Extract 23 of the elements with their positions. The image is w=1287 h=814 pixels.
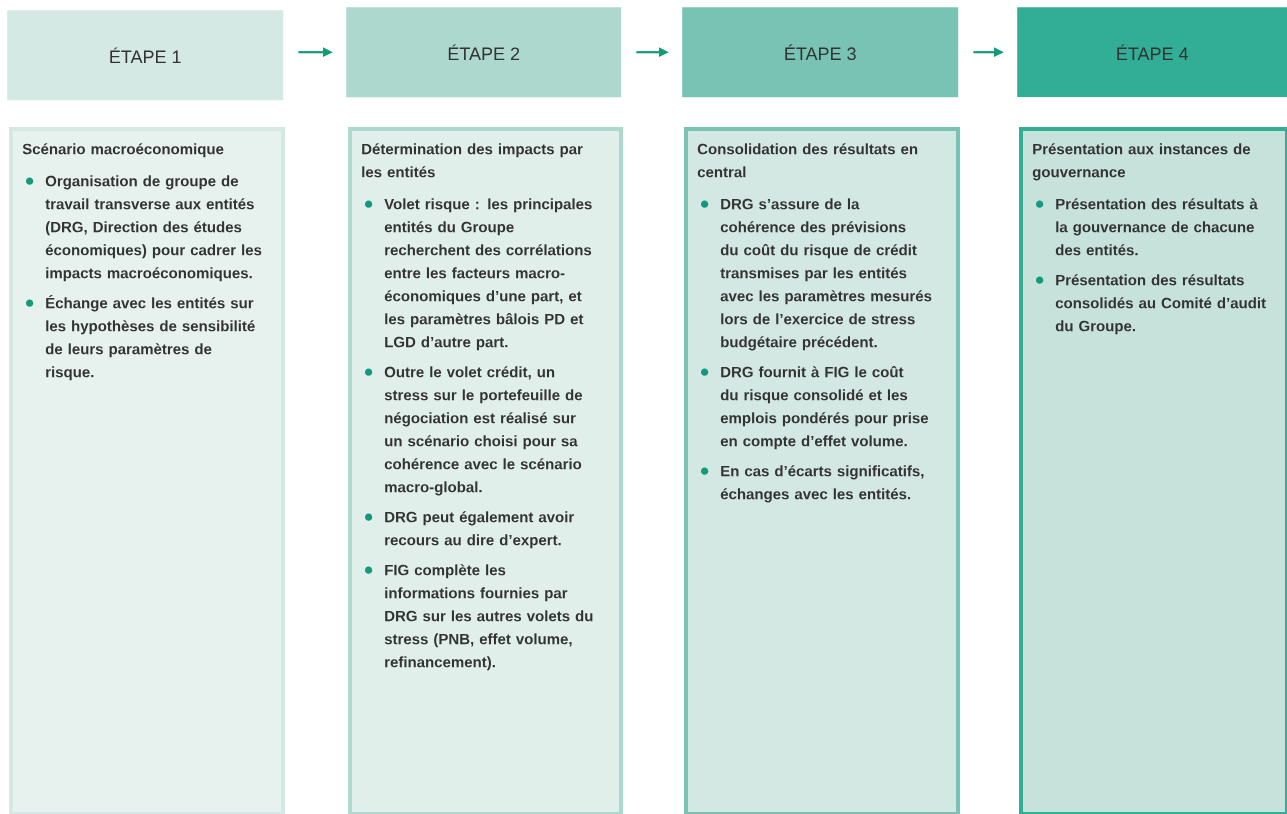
step-box: ÉTAPE 2 [346, 7, 622, 98]
panel-heading: Détermination des impacts par les entités [362, 143, 583, 178]
step-box: ÉTAPE 4 [1017, 7, 1287, 98]
bullet-text: Échange avec les entités sur les hypothèses de sensibilité de leurs paramètres de risque. [45, 294, 255, 381]
step-panel [684, 127, 960, 814]
bullet-text: Organisation de groupe de travail transverse aux entités (DRG, Direction des études économiques) pour cadrer les impacts macroéconomiques. [45, 175, 262, 282]
bullet-text: Présentation des résultats à la gouvernance de chacune des entités. [1055, 198, 1258, 256]
bullet-text: FIG complète les informations fournies par DRG sur les autres volets du stress (PNB, effet volume, refinancement). [384, 564, 593, 671]
bullet-text: Outre le volet crédit, un stress sur le portefeuille de négociation est réalisé sur un scénario choisi pour sa cohérence avec le scénario macro-global. [384, 366, 583, 496]
panel-heading: Consolidation des résultats en central [697, 143, 918, 178]
step-panel [348, 127, 623, 814]
panel-heading: Scénario macroéconomique [22, 143, 224, 158]
bullet-text: Volet risque : les principales entités du Groupe recherchent des corrélations entre les facteurs macro-économiques d’une part, et les paramètres bâlois PD et LGD d’autre part. [384, 198, 592, 351]
panel-heading: Présentation aux instances de gouvernance [1032, 143, 1251, 181]
step-box: ÉTAPE 1 [7, 10, 284, 101]
bullet-text: DRG fournit à FIG le coût du risque consolidé et les emplois pondérés pour prise en compte d’effet volume. [720, 366, 929, 450]
step-panel [1019, 127, 1287, 814]
bullet-text: DRG peut également avoir recours au dire d’expert. [385, 511, 574, 549]
bullet-text: En cas d’écarts significatifs, échanges avec les entités. [720, 465, 924, 503]
bullet-text: DRG s’assure de la cohérence des prévisions du coût du risque de crédit transmises par les entités avec les paramètres mesurés lors de l’exercice de stress budgétaire précédent. [720, 198, 932, 351]
step-box: ÉTAPE 3 [682, 7, 959, 98]
bullet-text: Présentation des résultats consolidés au Comité d’audit du Groupe. [1055, 274, 1266, 335]
step-panel [9, 127, 285, 814]
